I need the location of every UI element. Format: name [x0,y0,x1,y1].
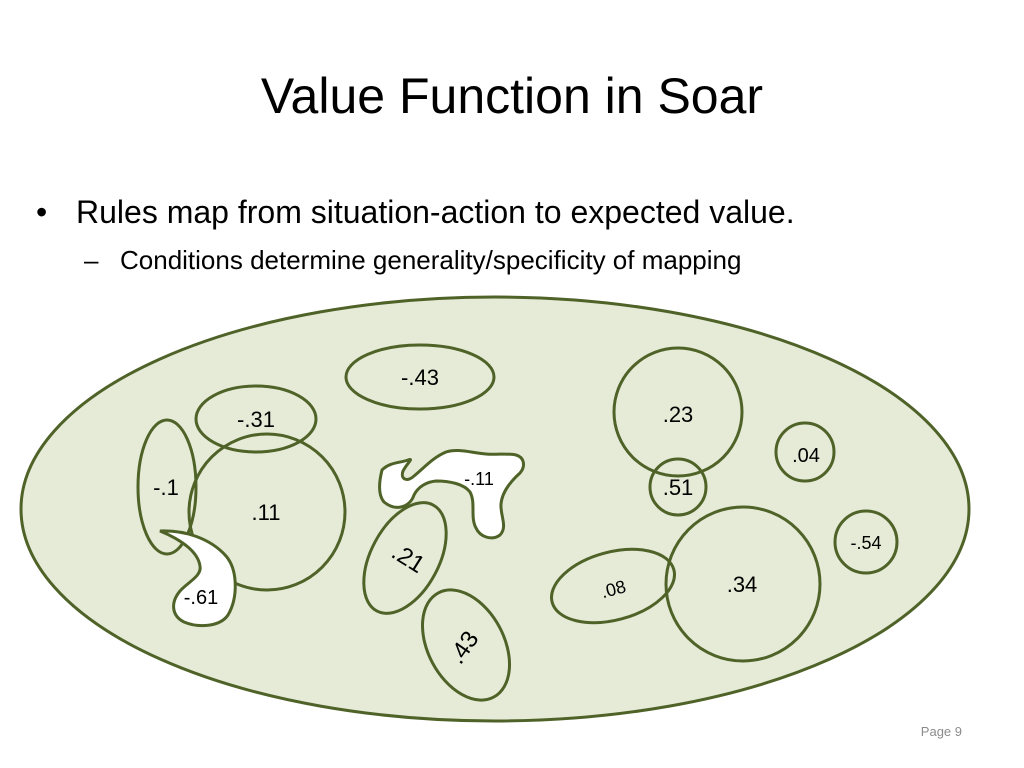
value-label: -.61 [184,587,218,609]
value-label: .34 [727,572,758,597]
value-label: .04 [792,445,820,467]
region-34 [664,505,822,663]
value-label: -.11 [464,469,494,489]
sub-bullet-text: Conditions determine generality/specific… [120,245,742,275]
region-21 [362,501,448,615]
value-label: .23 [663,402,694,427]
sub-bullet-item: – Conditions determine generality/specif… [36,242,996,278]
bullet-marker: • [36,194,48,230]
bullet-text: Rules map from situation-action to expec… [76,194,795,230]
value-label: -.1 [153,475,179,500]
region-neg-11 [378,448,525,540]
region-neg-31 [194,384,318,454]
region-04 [774,421,836,483]
region-11 [187,432,347,592]
region-51 [648,457,708,517]
page-number: Page 9 [920,724,962,739]
sub-bullet-marker: – [84,245,99,275]
value-label: -.31 [237,407,275,432]
value-label: .11 [252,500,281,525]
region-08 [550,547,676,625]
region-23 [612,346,744,478]
bullet-item: • Rules map from situation-action to exp… [36,190,996,234]
region-neg-61 [159,529,237,628]
slide-title: Value Function in Soar [260,68,764,124]
value-label: .51 [663,475,694,500]
bullet-list: • Rules map from situation-action to exp… [36,190,996,278]
region-neg-54 [833,509,899,575]
value-label: -.43 [401,365,439,390]
region-43 [420,588,512,702]
value-label: -.54 [850,533,881,553]
region-neg-1 [136,418,198,556]
region-neg-43 [344,343,496,411]
